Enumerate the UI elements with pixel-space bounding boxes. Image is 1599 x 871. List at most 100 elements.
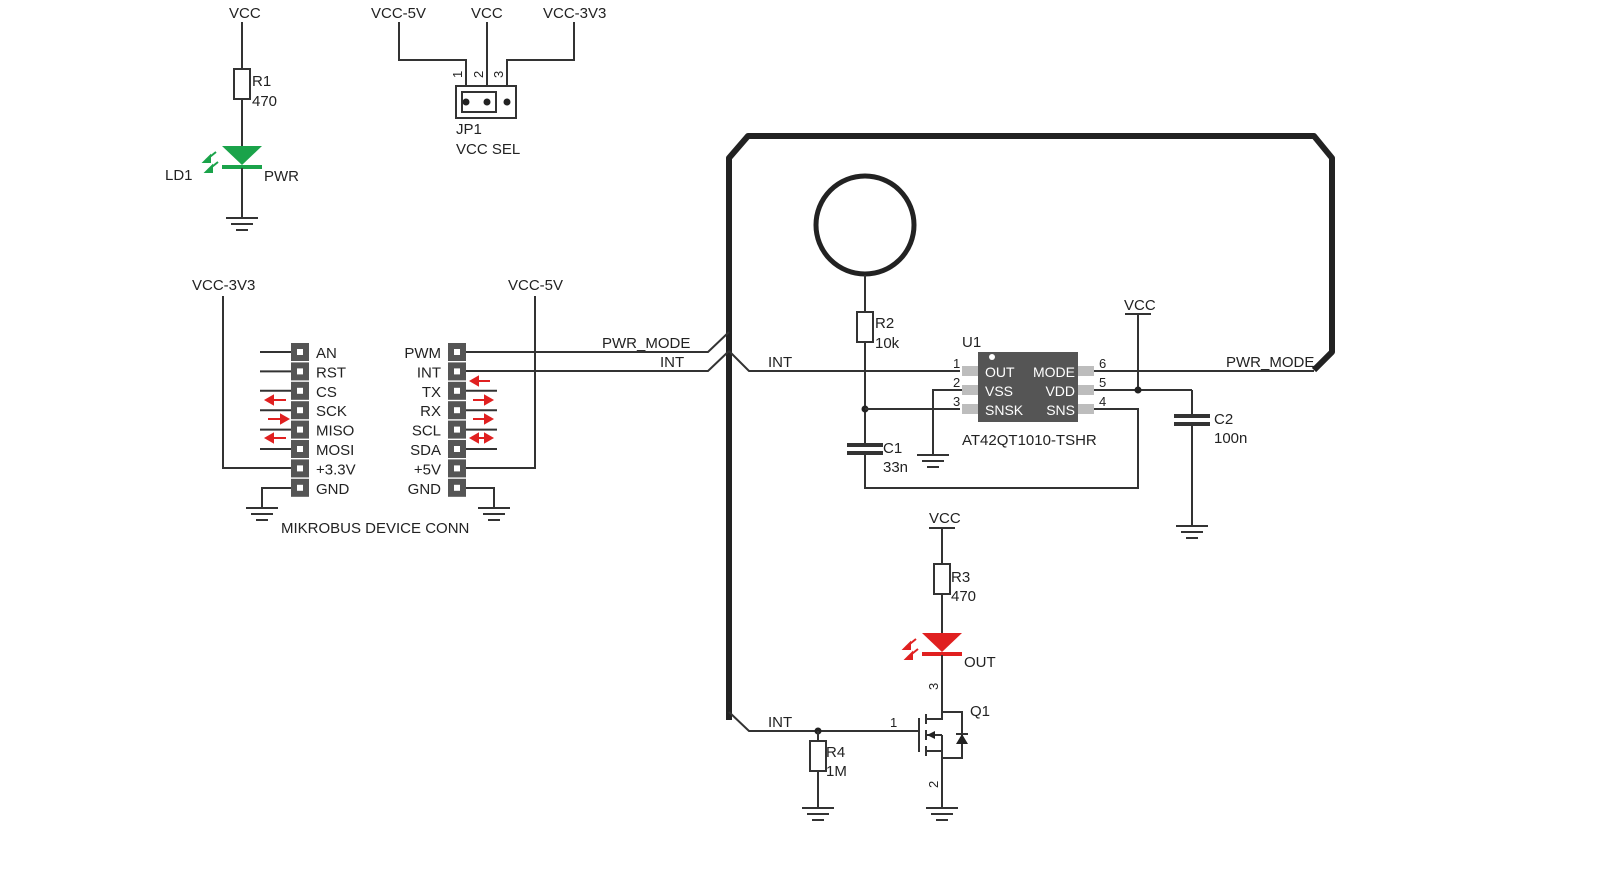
mikrobus-right-label: RX bbox=[420, 403, 441, 420]
mikrobus-right-label: SDA bbox=[410, 442, 441, 459]
u1-pin-6: 6 bbox=[1099, 356, 1106, 371]
ground-icon bbox=[926, 807, 958, 821]
c1-label: C1 bbox=[883, 440, 902, 457]
u1-pin-1: 1 bbox=[953, 356, 960, 371]
mikrobus-left-pin: MOSI bbox=[260, 440, 354, 459]
mikrobus-left-label: AN bbox=[316, 345, 337, 362]
jp1-label: JP1 bbox=[456, 121, 482, 138]
mb-vcc3v3-label: VCC-3V3 bbox=[192, 277, 255, 294]
ground-icon bbox=[802, 807, 834, 821]
ground-icon bbox=[246, 507, 278, 521]
jp1-pin3: 3 bbox=[491, 71, 506, 78]
signal-bus bbox=[726, 133, 1335, 720]
net-int-left: INT bbox=[660, 354, 684, 371]
ld1-label: LD1 bbox=[165, 167, 193, 184]
q1-pin1: 1 bbox=[890, 715, 897, 730]
mikrobus-left-label: MISO bbox=[316, 423, 354, 440]
r2-label: R2 bbox=[875, 315, 894, 332]
vcc-label-u1: VCC bbox=[1124, 297, 1156, 314]
q1-pin3: 3 bbox=[926, 683, 941, 690]
r3-label: R3 bbox=[951, 569, 970, 586]
u1-part-number: AT42QT1010-TSHR bbox=[962, 432, 1097, 449]
mikrobus-left-label: SCK bbox=[316, 403, 347, 420]
r2-resistor bbox=[856, 311, 874, 343]
direction-arrows bbox=[263, 375, 495, 444]
mikrobus-left-label: GND bbox=[316, 481, 350, 498]
r1-resistor bbox=[233, 68, 251, 100]
ground-icon bbox=[1176, 525, 1208, 539]
mikrobus-left-label: CS bbox=[316, 384, 337, 401]
net-pwr-mode-right: PWR_MODE bbox=[1226, 354, 1314, 371]
u1-pin-out: OUT bbox=[985, 364, 1015, 380]
jp1-pin2: 2 bbox=[471, 71, 486, 78]
mikrobus-right-pin: TX bbox=[422, 381, 497, 401]
u1-chip: U1 OUT VSS SNSK MODE VDD SNS 1 2 3 4 5 6… bbox=[917, 334, 1106, 468]
mikrobus-section: VCC-3V3 VCC-5V AN RST CS SCK MISO MOSI +3.3V GN… bbox=[192, 277, 563, 537]
out-led-light-icon bbox=[901, 638, 919, 660]
jp1-desc: VCC SEL bbox=[456, 141, 520, 158]
r3-value: 470 bbox=[951, 588, 976, 605]
jp1-vcc3v3-label: VCC-3V3 bbox=[543, 5, 606, 22]
net-int-q1: INT bbox=[768, 714, 792, 731]
mikrobus-left-label: RST bbox=[316, 364, 346, 381]
mikrobus-right-label: TX bbox=[422, 384, 441, 401]
out-led bbox=[922, 633, 962, 652]
jp1-vcc5v-label: VCC-5V bbox=[371, 5, 426, 22]
vcc-label-r3: VCC bbox=[929, 510, 961, 527]
jp1-section: VCC-5V VCC VCC-3V3 1 2 3 JP1 VCC SEL bbox=[371, 5, 606, 158]
mb-vcc5v-label: VCC-5V bbox=[508, 277, 563, 294]
touch-pad-icon bbox=[813, 173, 917, 277]
mikrobus-right-label: PWM bbox=[404, 345, 441, 362]
out-label: OUT bbox=[964, 654, 996, 671]
vcc-label-ld1: VCC bbox=[229, 5, 261, 22]
u1-pin-3: 3 bbox=[953, 394, 960, 409]
r2-value: 10k bbox=[875, 335, 900, 352]
u1-pin-2: 2 bbox=[953, 375, 960, 390]
mikrobus-left-label: MOSI bbox=[316, 442, 354, 459]
vdd-section: VCC C2 100n bbox=[1094, 297, 1247, 539]
r4-value: 1M bbox=[826, 763, 847, 780]
mikrobus-right-pin: GND bbox=[408, 478, 466, 498]
ground-icon bbox=[226, 217, 258, 231]
mikrobus-left-pin: +3.3V bbox=[291, 459, 356, 478]
ld1-led bbox=[222, 146, 262, 165]
c1-value: 33n bbox=[883, 459, 908, 476]
mikrobus-left-header: AN RST CS SCK MISO MOSI +3.3V GND bbox=[260, 343, 356, 498]
r1-value: 470 bbox=[252, 93, 277, 110]
q1-label: Q1 bbox=[970, 703, 990, 720]
jp1-vcc-label: VCC bbox=[471, 5, 503, 22]
mikrobus-right-label: +5V bbox=[414, 461, 441, 478]
mikrobus-right-label: SCL bbox=[412, 423, 441, 440]
c2-label: C2 bbox=[1214, 411, 1233, 428]
pwr-label: PWR bbox=[264, 168, 299, 185]
mikrobus-left-pin: MISO bbox=[260, 420, 354, 440]
mikrobus-right-pin: SDA bbox=[410, 440, 497, 459]
net-pwr-mode-left: PWR_MODE bbox=[602, 335, 690, 352]
c2-value: 100n bbox=[1214, 430, 1247, 447]
mikrobus-right-label: INT bbox=[417, 364, 441, 381]
mikrobus-left-pin: GND bbox=[291, 478, 350, 498]
ld1-section: VCC R1 470 LD1 PWR bbox=[165, 5, 299, 231]
u1-pin-5: 5 bbox=[1099, 375, 1106, 390]
mikrobus-right-pin: SCL bbox=[412, 420, 497, 440]
jp1-pin1: 1 bbox=[450, 71, 465, 78]
q1-pin2: 2 bbox=[926, 781, 941, 788]
u1-pin-4: 4 bbox=[1099, 394, 1106, 409]
ground-icon bbox=[917, 454, 949, 468]
mikrobus-right-pin: RX bbox=[420, 401, 497, 420]
mikrobus-right-pin: PWM bbox=[404, 343, 466, 362]
u1-pin-vdd: VDD bbox=[1045, 383, 1075, 399]
mikrobus-left-pin: CS bbox=[260, 381, 337, 401]
net-int-u1: INT bbox=[768, 354, 792, 371]
mikrobus-left-pin: RST bbox=[260, 362, 346, 381]
mikrobus-left-label: +3.3V bbox=[316, 461, 356, 478]
ground-icon bbox=[478, 507, 510, 521]
r4-label: R4 bbox=[826, 744, 845, 761]
r3-resistor bbox=[933, 563, 951, 595]
mikrobus-right-pin: +5V bbox=[414, 459, 466, 478]
u1-pin-mode: MODE bbox=[1033, 364, 1075, 380]
r4-resistor bbox=[809, 740, 827, 772]
mikrobus-left-pin: SCK bbox=[260, 401, 347, 420]
